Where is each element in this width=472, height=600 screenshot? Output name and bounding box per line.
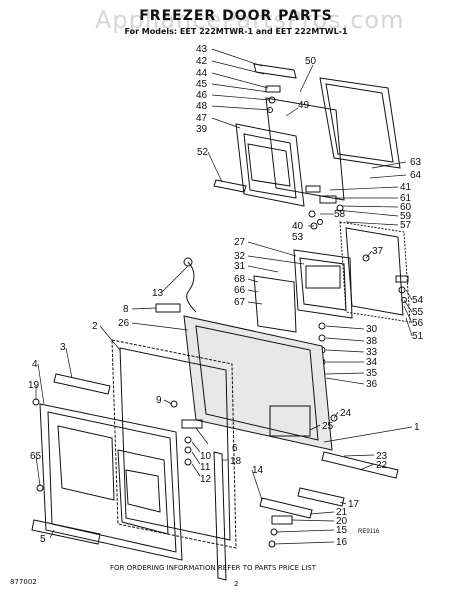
ordering-instruction: FOR ORDERING INFORMATION REFER TO PARTS … bbox=[110, 564, 316, 572]
callout-14: 14 bbox=[252, 465, 264, 476]
callout-15: 15 bbox=[336, 525, 348, 536]
callout-6: 6 bbox=[232, 443, 238, 454]
callout-42: 42 bbox=[196, 56, 208, 67]
bottom-trim-5 bbox=[31, 519, 101, 545]
callout-39: 39 bbox=[196, 124, 208, 135]
callout-38: 38 bbox=[366, 336, 378, 347]
page-number: 2 bbox=[234, 580, 239, 588]
wiring-harness-13 bbox=[155, 257, 197, 313]
callout-64: 64 bbox=[410, 170, 422, 181]
trim-strip-52 bbox=[213, 179, 247, 193]
callout-49: 49 bbox=[298, 100, 310, 111]
callout-46: 46 bbox=[196, 90, 208, 101]
callout-36: 36 bbox=[366, 379, 378, 390]
callout-51: 51 bbox=[412, 331, 424, 342]
callout-20: 20 bbox=[336, 516, 348, 527]
callout-60: 60 bbox=[400, 202, 412, 213]
callout-10: 10 bbox=[200, 451, 212, 462]
callout-63: 63 bbox=[410, 157, 422, 168]
callout-58: 58 bbox=[334, 209, 346, 220]
callout-43: 43 bbox=[196, 44, 208, 55]
callout-59: 59 bbox=[400, 211, 412, 222]
callout-52: 52 bbox=[197, 147, 209, 158]
callout-16: 16 bbox=[336, 537, 348, 548]
callout-54: 54 bbox=[412, 295, 424, 306]
callout-21: 21 bbox=[336, 507, 348, 518]
door-gasket-51 bbox=[339, 221, 411, 323]
callout-2: 2 bbox=[92, 321, 98, 332]
freezer-door-outer bbox=[39, 403, 183, 561]
callout-labels: 43 42 44 45 46 48 47 39 50 49 52 63 64 4… bbox=[28, 44, 424, 548]
side-rail-18 bbox=[213, 451, 227, 581]
door-panel-foam bbox=[183, 315, 333, 451]
callout-27: 27 bbox=[234, 237, 246, 248]
callout-17: 17 bbox=[348, 499, 360, 510]
callout-44: 44 bbox=[196, 68, 208, 79]
callout-50: 50 bbox=[305, 56, 317, 67]
leader-lines bbox=[35, 48, 413, 545]
callout-68: 68 bbox=[234, 274, 246, 285]
callout-55: 55 bbox=[412, 307, 424, 318]
callout-37: 37 bbox=[372, 246, 384, 257]
callout-11: 11 bbox=[200, 462, 211, 473]
callout-12: 12 bbox=[200, 474, 212, 485]
door-gasket-outer bbox=[111, 339, 237, 549]
watermark: AppliancePartsPros.com bbox=[95, 6, 405, 34]
bottom-hinge-set bbox=[259, 487, 345, 548]
hinge-bracket-top bbox=[253, 63, 297, 113]
callout-13: 13 bbox=[152, 288, 164, 299]
insulation-panel bbox=[265, 97, 345, 201]
callout-57: 57 bbox=[400, 220, 412, 231]
diagram-title: FREEZER DOOR PARTS bbox=[139, 8, 333, 24]
callout-47: 47 bbox=[196, 113, 208, 124]
callout-65: 65 bbox=[30, 451, 42, 462]
callout-41: 41 bbox=[400, 182, 412, 193]
callout-19: 19 bbox=[28, 380, 40, 391]
screw-37 bbox=[362, 254, 370, 262]
callout-61: 61 bbox=[400, 193, 412, 204]
screw-24 bbox=[330, 414, 338, 422]
callout-22: 22 bbox=[376, 460, 388, 471]
callout-24: 24 bbox=[340, 408, 352, 419]
callout-67: 67 bbox=[234, 297, 246, 308]
callout-5: 5 bbox=[40, 534, 46, 545]
callout-34: 34 bbox=[366, 357, 378, 368]
document-code: 877002 bbox=[10, 578, 37, 586]
callout-32: 32 bbox=[234, 251, 246, 262]
callout-66: 66 bbox=[234, 285, 246, 296]
callout-40: 40 bbox=[292, 221, 304, 232]
callout-3: 3 bbox=[60, 342, 66, 353]
callout-23: 23 bbox=[376, 451, 388, 462]
callout-30: 30 bbox=[366, 324, 378, 335]
model-subtitle: For Models: EET 222MTWR-1 and EET 222MTW… bbox=[124, 27, 348, 36]
callout-45: 45 bbox=[196, 79, 208, 90]
hinge-parts-right bbox=[395, 275, 409, 303]
screw-9 bbox=[170, 400, 178, 408]
figure-code: RE9116 bbox=[358, 529, 380, 535]
inner-liner-upper bbox=[235, 123, 305, 207]
callout-53: 53 bbox=[292, 232, 304, 243]
door-frame-upper bbox=[319, 77, 401, 169]
callout-25: 25 bbox=[322, 421, 334, 432]
callout-48: 48 bbox=[196, 101, 208, 112]
callout-8: 8 bbox=[123, 304, 129, 315]
trim-strip-3 bbox=[53, 373, 111, 395]
callout-33: 33 bbox=[366, 347, 378, 358]
callout-9: 9 bbox=[156, 395, 162, 406]
callout-26: 26 bbox=[118, 318, 130, 329]
callout-31: 31 bbox=[234, 261, 246, 272]
callout-35: 35 bbox=[366, 368, 378, 379]
callout-56: 56 bbox=[412, 318, 424, 329]
hinge-assembly-lower bbox=[181, 419, 203, 466]
callout-4: 4 bbox=[32, 359, 38, 370]
handle-hardware-upper bbox=[305, 185, 344, 225]
callout-18: 18 bbox=[230, 456, 242, 467]
callout-1: 1 bbox=[414, 422, 420, 433]
